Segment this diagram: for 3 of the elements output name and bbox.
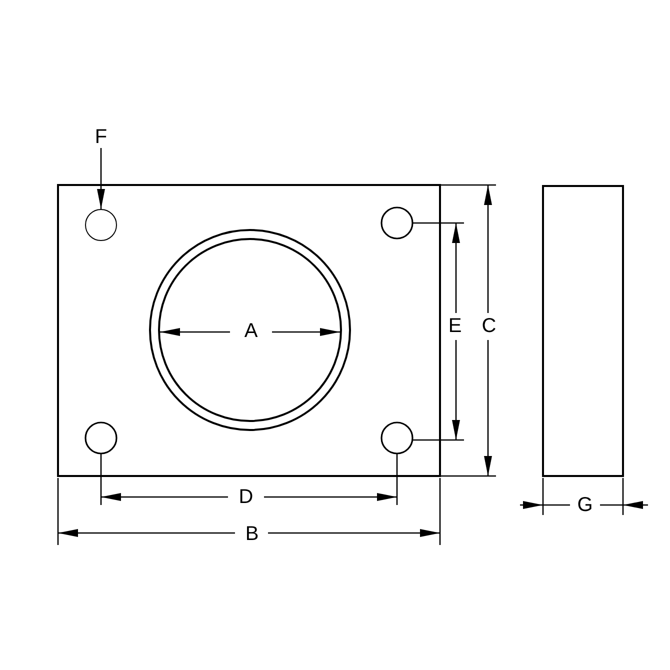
leader-line (97, 148, 105, 209)
leader-label: F (91, 126, 111, 148)
bolt-hole (85, 209, 117, 241)
